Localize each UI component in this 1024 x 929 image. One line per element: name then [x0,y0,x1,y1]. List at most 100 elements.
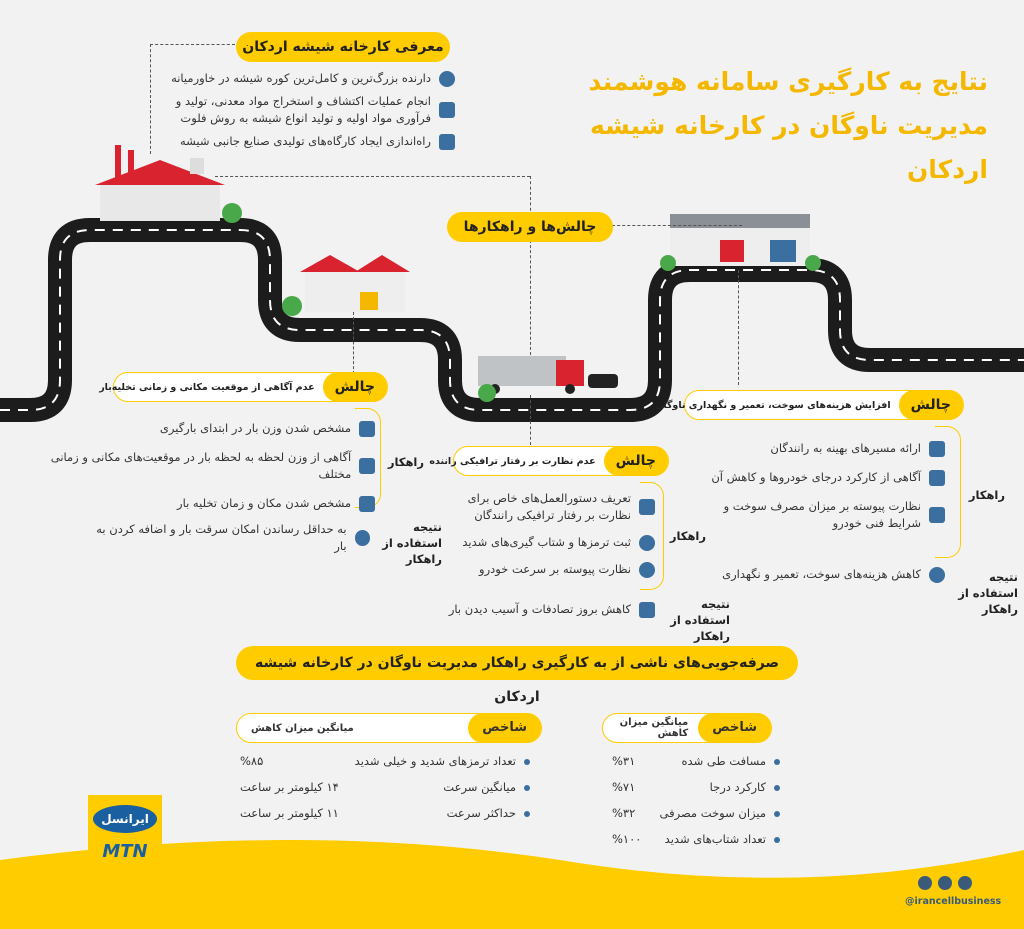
bracket [640,482,664,590]
result-label: نتیجه استفاده از راهکار [958,570,1018,616]
connector [150,44,151,154]
kpi-name: کارکرد درجا [710,780,780,794]
challenge-text: عدم آگاهی از موقعیت مکانی و زمانی تخلیه‌… [99,381,315,393]
fuel-pump-icon [929,507,945,523]
connector [530,240,531,355]
intro-header: معرفی کارخانه شیشه اردکان [236,32,450,62]
solution-item: مشخص شدن وزن بار در ابتدای بارگیری [159,421,351,435]
challenge-text: افزایش هزینه‌های سوخت، تعمیر و نگهداری ن… [655,399,891,411]
kpi-name: تعداد ترمزهای شدید و خیلی شدید [355,754,530,768]
driver-icon [639,499,655,515]
challenges-header: چالش‌ها و راهکارها [447,212,613,242]
speedometer-icon [639,561,655,578]
kpi-name: تعداد شتاب‌های شدید [665,832,780,846]
kpi-header-left: شاخص میانگین میزان کاهش [236,713,542,743]
workshop-icon [439,133,455,150]
coins-icon [929,566,945,583]
connector [353,312,354,374]
solution-item: آگاهی از وزن لحظه به لحظه بار در موقعیت‌… [50,450,352,481]
ch2-solutions: تعریف دستورالعمل‌های خاص برای نظارت بر ر… [440,490,655,578]
social-icons [918,876,972,890]
connector [612,225,742,226]
solution-item: ارائه مسیرهای بهینه به رانندگان [770,441,921,455]
kpi-header-right: شاخص میانگین میزان کاهش [602,713,772,743]
kpi-name: میانگین سرعت [443,780,530,794]
challenge-tag: چالش [603,446,668,476]
intro-list: دارنده بزرگ‌ترین و کامل‌ترین کوره شیشه د… [155,70,455,150]
ch1-solutions: مشخص شدن وزن بار در ابتدای بارگیری آگاهی… [20,420,375,512]
connector [215,176,530,177]
intro-item: دارنده بزرگ‌ترین و کامل‌ترین کوره شیشه د… [171,71,431,85]
result-text: به حداقل رساندن امکان سرقت بار و اضافه ک… [96,522,347,553]
kpi-value: %۳۲ [612,806,636,820]
solution-item: آگاهی از کارکرد درجای خودروها و کاهش آن [711,470,921,484]
delivery-icon [359,495,375,512]
mining-icon [439,102,455,118]
safety-hand-icon [639,601,655,618]
connector [738,270,739,385]
kpi-value: %۷۱ [612,780,636,794]
result-text: کاهش هزینه‌های سوخت، تعمیر و نگهداری [722,567,921,581]
footer-wave [0,840,1024,929]
solution-item: مشخص شدن مکان و زمان تخلیه بار [177,496,351,510]
bracket [935,426,961,558]
solution-label: راهکار [669,529,706,543]
furnace-icon [439,70,455,87]
connector [150,44,235,45]
truck-icon [929,469,945,486]
kpi-tag: شاخص [698,713,771,743]
brand-name: ایرانسل [93,805,157,833]
result-label: نتیجه استفاده از راهکار [670,597,730,643]
kpi-value: %۸۵ [240,754,264,768]
thief-icon [354,530,370,546]
service-station-icon [670,214,810,266]
kpi-value: ۱۱ کیلومتر بر ساعت [240,806,339,820]
telegram-icon[interactable] [918,876,932,890]
solution-item: ثبت ترمزها و شتاب گیری‌های شدید [462,535,631,549]
intro-item: راه‌اندازی ایجاد کارگاه‌های تولیدی صنایع… [179,134,431,148]
kpi-value: ۱۴ کیلومتر بر ساعت [240,780,339,794]
connector [530,395,531,445]
solution-item: نظارت پیوسته بر سرعت خودرو [479,562,631,576]
factory-icon [95,145,225,221]
kpi-column-header: میانگین میزان کاهش [619,717,689,739]
route-map-icon [929,440,945,457]
challenge-text: عدم نظارت بر رفتار ترافیکی راننده [429,455,596,467]
kpi-list-right: مسافت طی شده %۳۱ کارکرد درجا %۷۱ میزان سوخ… [612,754,780,846]
ch3-solutions: ارائه مسیرهای بهینه به رانندگان آگاهی از… [705,440,945,532]
brake-icon [639,534,655,551]
kpi-name: مسافت طی شده [682,754,780,768]
kpi-name: حداکثر سرعت [447,806,530,820]
solution-item: نظارت پیوسته بر میزان مصرف سوخت و شرایط … [723,499,921,530]
ch2-result: کاهش بروز تصادفات و آسیب دیدن بار [440,601,655,618]
connector [530,176,531,216]
linkedin-icon[interactable] [938,876,952,890]
savings-header: صرفه‌جویی‌های ناشی از به کارگیری راهکار … [236,646,798,705]
truck-icon [478,356,618,394]
challenge-tag: چالش [322,372,387,402]
kpi-value: %۳۱ [612,754,636,768]
warehouse-icon [300,255,410,312]
result-label: نتیجه استفاده از راهکار [382,520,442,566]
social-handle: @irancellbusiness [905,896,1002,907]
result-text: کاهش بروز تصادفات و آسیب دیدن بار [448,602,631,616]
kpi-column-header: میانگین میزان کاهش [251,722,354,734]
kpi-tag: شاخص [468,713,541,743]
page-title: نتایج به کارگیری سامانه هوشمند مدیریت نا… [588,67,988,184]
solution-label: راهکار [968,488,1005,502]
challenge-3: چالش افزایش هزینه‌های سوخت، تعمیر و نگهد… [655,390,964,420]
kpi-value: %۱۰۰ [612,832,642,846]
intro-item: انجام عملیات اکتشاف و استخراج مواد معدنی… [175,94,431,125]
solution-item: تعریف دستورالعمل‌های خاص برای نظارت بر ر… [467,491,631,522]
ch3-result: کاهش هزینه‌های سوخت، تعمیر و نگهداری [705,566,945,583]
challenge-2: چالش عدم نظارت بر رفتار ترافیکی راننده [429,446,669,476]
challenge-tag: چالش [898,390,963,420]
brand-logo: ایرانسل MTN [88,795,162,871]
brand-mtn: MTN [102,841,148,862]
location-icon [359,458,375,474]
instagram-icon[interactable] [958,876,972,890]
kpi-name: میزان سوخت مصرفی [660,806,780,820]
solution-label: راهکار [387,455,424,469]
ch1-result: به حداقل رساندن امکان سرقت بار و اضافه ک… [90,521,370,555]
